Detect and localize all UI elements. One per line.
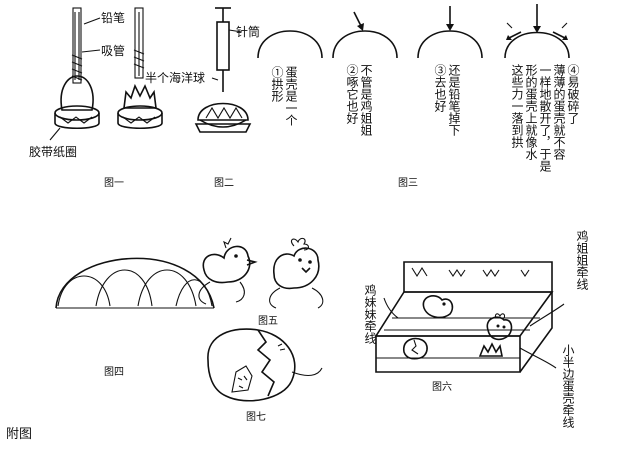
label-brother-line: 鸡姐姐牵线	[575, 229, 589, 290]
chick-icon	[273, 247, 320, 290]
label-pencil: 铅笔	[101, 10, 125, 25]
label-half-shell-line: 小半边蛋壳牵线	[561, 344, 575, 428]
arch-icon	[417, 30, 483, 59]
board-icon	[403, 261, 553, 293]
caption-fig2: 图二	[214, 177, 234, 189]
label-syringe: 针筒	[236, 24, 260, 39]
step-4-col-b: 薄薄的蛋壳就不容	[552, 63, 566, 161]
chick-icon	[486, 316, 513, 341]
egg-icon	[207, 328, 296, 402]
label-tape-ring: 胶带纸圈	[29, 144, 77, 159]
figure-5: 图五	[198, 237, 324, 327]
figure-4: 图四	[55, 257, 215, 378]
caption-fig6: 图六	[432, 381, 452, 393]
caption-fig3: 图三	[398, 177, 418, 189]
step-3-col-b: 还是铅笔掉下	[447, 64, 461, 136]
figure-3: ①拱形 蛋壳是一个 ②啄它也好 不管是鸡姐姐 ③去也好 还是铅笔掉下 ④易破碎了…	[257, 4, 580, 189]
crack-icon	[256, 329, 275, 397]
shell-piece-icon	[231, 365, 253, 393]
step-1-col-b: 蛋壳是一个	[284, 66, 298, 126]
chick-icon	[422, 295, 454, 319]
caption-fig1: 图一	[104, 177, 124, 189]
caption-fig5: 图五	[258, 315, 278, 327]
step-4-col-c: 一样地散开了，于是	[538, 64, 552, 173]
figure-2: 针筒 半个海洋球 图二	[145, 7, 260, 189]
bow-icon	[290, 237, 310, 251]
arch-icon	[332, 30, 398, 59]
appendix-caption: 附图	[6, 427, 33, 442]
pencil-icon	[134, 7, 144, 79]
arch-icon	[257, 30, 323, 59]
step-3-col-a: ③去也好	[433, 64, 447, 113]
label-half-ball: 半个海洋球	[145, 70, 205, 85]
half-ball-icon	[197, 102, 249, 121]
chick-icon	[202, 245, 251, 284]
egg-icon	[60, 75, 94, 111]
step-1-col-a: ①拱形	[270, 66, 284, 103]
step-4-col-a: ④易破碎了	[566, 64, 580, 124]
figure-6: 鸡妹妹牵线 鸡姐姐牵线 小半边蛋壳牵线 图六	[363, 229, 589, 428]
pencil-icon	[72, 7, 82, 84]
arch-icon	[55, 257, 215, 309]
label-straw: 吸管	[101, 43, 125, 58]
half-shell-icon	[478, 342, 503, 357]
broken-egg-icon	[123, 83, 157, 109]
egg-icon	[403, 337, 428, 360]
caption-fig4: 图四	[104, 366, 124, 378]
arch-icon	[504, 31, 570, 59]
step-2-col-b: 不管是鸡姐姐	[359, 64, 373, 136]
caption-fig7: 图七	[246, 411, 266, 423]
step-4-col-e: 这些力一落到拱	[510, 63, 524, 149]
syringe-icon	[216, 21, 230, 71]
figure-1: 铅笔 吸管 胶带纸圈 图一	[29, 7, 163, 189]
figure-7: 图七	[207, 328, 323, 423]
step-2-col-a: ②啄它也好	[345, 64, 359, 125]
label-sister-line: 鸡妹妹牵线	[363, 283, 377, 344]
step-4-col-d: 形的蛋壳上就像水	[524, 64, 538, 160]
